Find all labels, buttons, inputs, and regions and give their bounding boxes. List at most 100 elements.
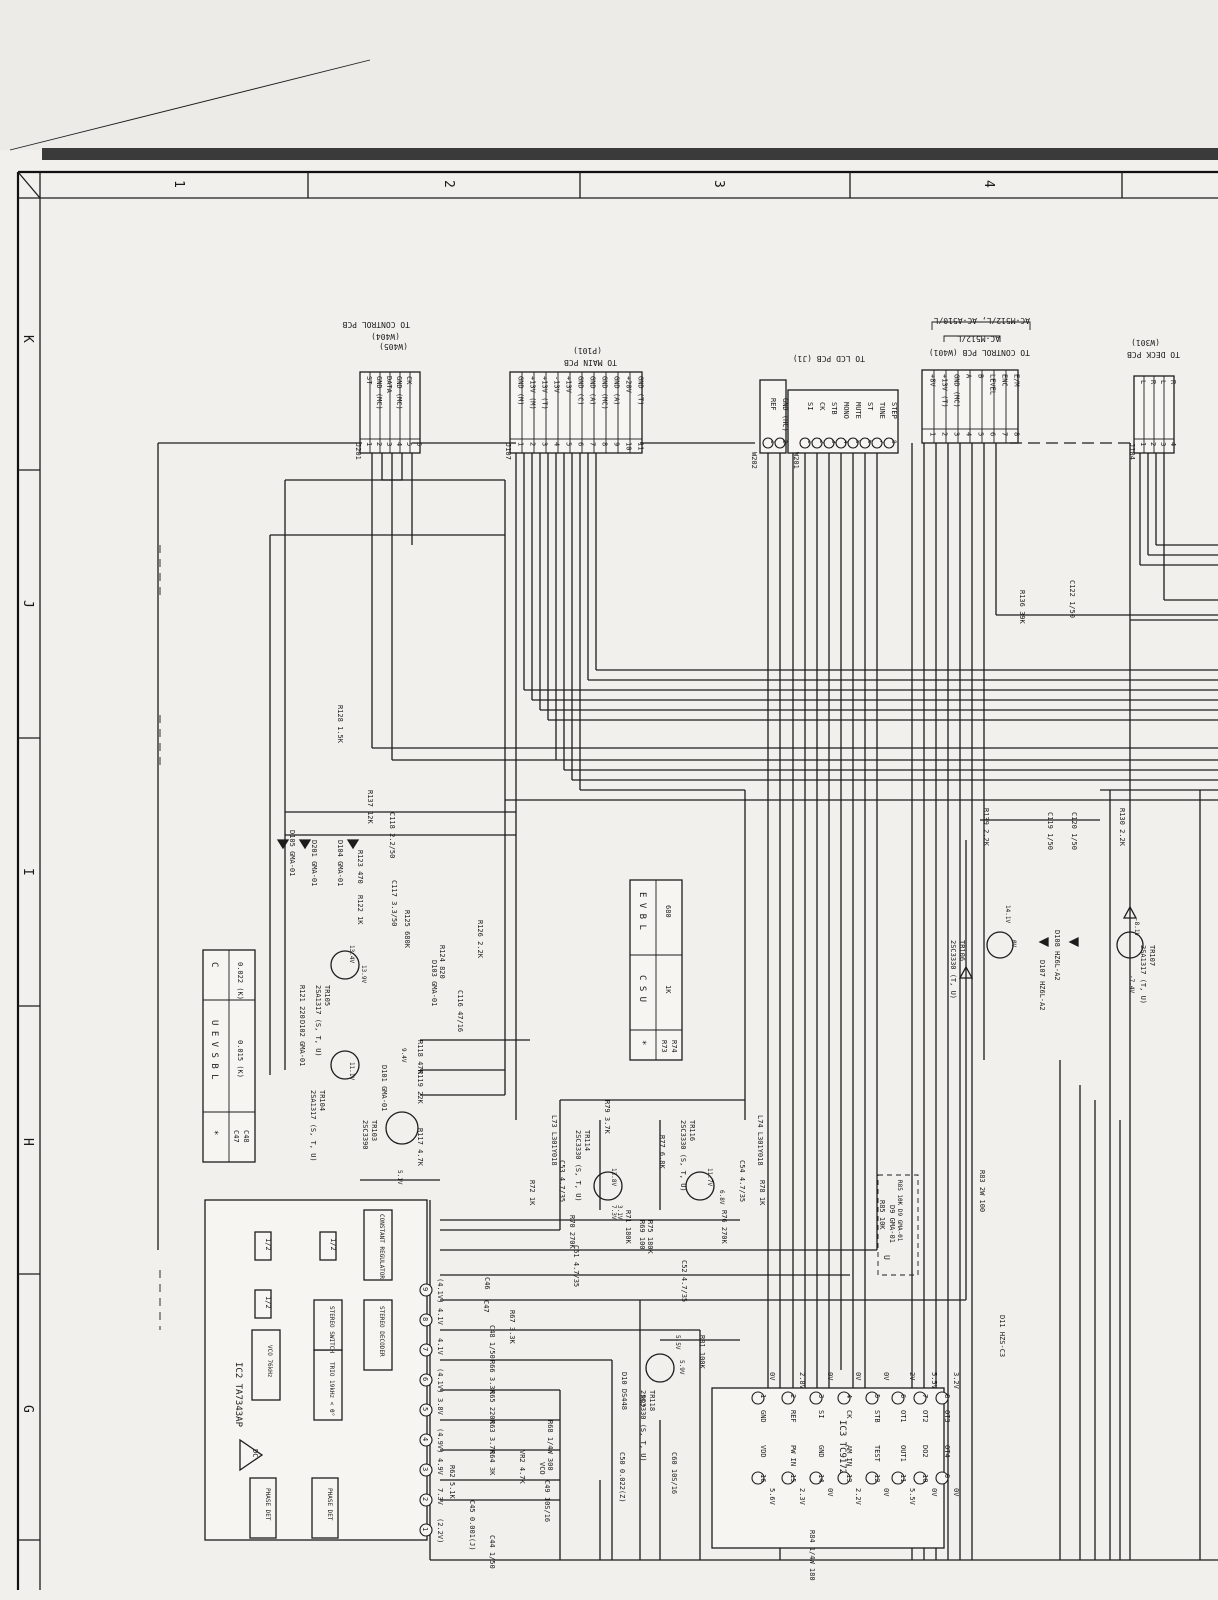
ic2-pin-3: 3 xyxy=(421,1467,429,1471)
transistor-tr116: TR116 xyxy=(688,1120,696,1141)
w201-pin-2: 2 xyxy=(818,440,825,444)
voltage-note-2: 13.9V xyxy=(360,965,367,983)
control-model-b: AC-M512/L, AC-A510/L xyxy=(933,316,1030,325)
w202-pin-2: 2 xyxy=(781,440,788,444)
ic3-bottom-pin-label-10: DO2 xyxy=(921,1445,929,1458)
diode-6: D201 GMA-01 xyxy=(310,840,318,886)
conn-j107-pin-label-4: -13V xyxy=(553,376,561,394)
w201-pin-label-6: ST xyxy=(866,402,874,411)
conn-j107-pin-11: 11 xyxy=(636,442,644,450)
conn-ctrl-pin-8: 8 xyxy=(1012,432,1020,436)
c-table-value-1: 0.015 (K) xyxy=(236,1040,244,1078)
conn-j104-pin-1: 1 xyxy=(1139,442,1147,446)
tr116-symbol xyxy=(685,1171,715,1201)
ic3-bottom-pin-16: 16 xyxy=(759,1474,767,1482)
conn-j201-pin-label-3: DATA xyxy=(385,376,393,394)
tr114-symbol xyxy=(593,1171,623,1201)
conn-j201-pin-4: 4 xyxy=(395,442,403,446)
resistor-34: R130 2.2K xyxy=(1118,808,1126,847)
capacitor-9: C46 xyxy=(483,1277,491,1290)
resistor-13: R62 5.1K xyxy=(448,1465,456,1500)
c-table-header-star: * xyxy=(209,1130,219,1135)
capacitor-17: C54 4.7/35 xyxy=(738,1160,746,1202)
capacitor-1: C117 3.3/50 xyxy=(390,880,398,926)
j201-sub2: (W405) xyxy=(379,342,408,351)
capacitor-16: C53 4.7/35 xyxy=(558,1160,566,1202)
wiring xyxy=(157,442,1218,1561)
ic2-block-phase-det-1: PHASE DET xyxy=(264,1488,271,1521)
w201-pin-5: 5 xyxy=(854,440,861,444)
diode-7: D107 HZ6L-A2 xyxy=(1038,960,1046,1011)
resistor-19: R68 1/4W 300 xyxy=(546,1420,554,1471)
resistor-15: R64 3K xyxy=(488,1450,496,1476)
resistor-20: R69 100 xyxy=(638,1220,646,1250)
w202-ref: W202 xyxy=(750,452,758,469)
ic2-pin-7: 7 xyxy=(421,1347,429,1351)
ic2-block-vco: VCO 76kHz xyxy=(266,1345,273,1378)
capacitor-14: C51 4.7/35 xyxy=(572,1245,580,1287)
conn-ctrl-pin-4: 4 xyxy=(964,432,972,436)
ic2-pin-voltage-2: 7.3V xyxy=(436,1488,444,1506)
safety-marks xyxy=(958,905,1138,979)
conn-ctrl-pin-3: 3 xyxy=(952,432,960,436)
transistor-tr107-part: 2SA1317 (T, U) xyxy=(1139,945,1147,1004)
capacitor-5: C122 1/50 xyxy=(1068,580,1076,618)
resistor-23: R72 1K xyxy=(528,1180,536,1206)
conn-j107-pin-label-1: GND (M) xyxy=(517,376,525,406)
column-label-2: 2 xyxy=(441,180,456,188)
conn-ctrl-pin-label-2: +13V (T) xyxy=(941,374,949,408)
resistor-25: R76 270K xyxy=(720,1210,728,1245)
w201-pin-label-3: STB xyxy=(830,402,838,415)
ic3-top-pin-label-4: CK xyxy=(845,1410,853,1419)
voltage-note-3: 11.1V xyxy=(348,1062,355,1080)
w201-pin-8: 8 xyxy=(890,440,897,444)
resistor-32: R84 1/4W 180 xyxy=(808,1530,816,1581)
conn-j104-pin-4: 4 xyxy=(1169,442,1177,446)
top-black-band xyxy=(42,148,1218,160)
ic3-bottom-pin-10: 10 xyxy=(921,1474,929,1482)
capacitor-4: C120 1/50 xyxy=(1070,812,1078,850)
resistor-26: R77 6.8K xyxy=(658,1135,666,1170)
ic3-bottom-pin-voltage-10: 0V xyxy=(930,1488,938,1497)
ic3-bottom-pin-label-11: OUT1 xyxy=(899,1445,907,1462)
ic3-bottom-pin-12: 12 xyxy=(873,1474,881,1482)
voltage-note-9: 13.8V xyxy=(610,1168,617,1186)
conn-j201-pin-label-4: GND (MC) xyxy=(395,376,403,410)
conn-j201-pin-6: 6 xyxy=(415,442,423,446)
ic2-block-trio: TRIO 19kHz < 0° xyxy=(328,1362,335,1416)
c-table-value-2: 0.022 (K) xyxy=(236,962,244,1000)
d9-option-box xyxy=(877,1174,919,1276)
conn-j107-pin-5: 5 xyxy=(564,442,572,446)
w201-pin-label-8: STEP xyxy=(890,402,898,419)
voltage-note-12: 6.8V xyxy=(718,1190,725,1205)
ic2-title: IC2 TA7343AP xyxy=(233,1362,243,1428)
j104-destination: TO DECK PCB xyxy=(1127,350,1180,359)
ic2-pin-1: 1 xyxy=(421,1527,429,1531)
row-label-g: G xyxy=(20,1405,35,1413)
diode-5: D105 GMA-01 xyxy=(288,830,296,876)
ic3-bottom-pin-voltage-9: 0V xyxy=(952,1488,960,1497)
resistor-30: R82 xyxy=(638,1395,646,1408)
conn-ctrl-pin-label-4: A xyxy=(965,374,973,379)
capacitor-11: C48 1/50 xyxy=(488,1325,496,1359)
capacitor-15: C52 4.7/35 xyxy=(680,1260,688,1302)
ic2-pin-voltage-3: 4.9V xyxy=(436,1458,444,1476)
ic2-block-constant-regulator: CONSTANT REGULATOR xyxy=(378,1214,385,1279)
w201-pin-6: 6 xyxy=(866,440,873,444)
resistor-11: R126 2.2K xyxy=(476,920,484,959)
transistor-tr114-part: 2SC3330 (S, T, U) xyxy=(574,1130,582,1202)
ic3-bottom-pin-9: 9 xyxy=(943,1474,951,1478)
ic2-pin-voltage-9: (4.1V) xyxy=(436,1278,444,1303)
d9-box-parts: R85 10K D9 GMA-01 xyxy=(896,1180,903,1242)
diode-3: D103 GMA-01 xyxy=(430,960,438,1006)
j104-sub: (W301) xyxy=(1131,338,1160,347)
conn-ctrl-pin-label-8: E/M xyxy=(1013,374,1021,387)
conn-j107-pin-label-11: GND (T) xyxy=(637,376,645,406)
ic3-bottom-pin-15: 15 xyxy=(789,1474,797,1482)
ic3-top-pin-8: 8 xyxy=(943,1394,951,1398)
ic2-pin-voltage-6: (4.1V) xyxy=(436,1368,444,1393)
capacitor-6: C116 47/16 xyxy=(456,990,464,1032)
